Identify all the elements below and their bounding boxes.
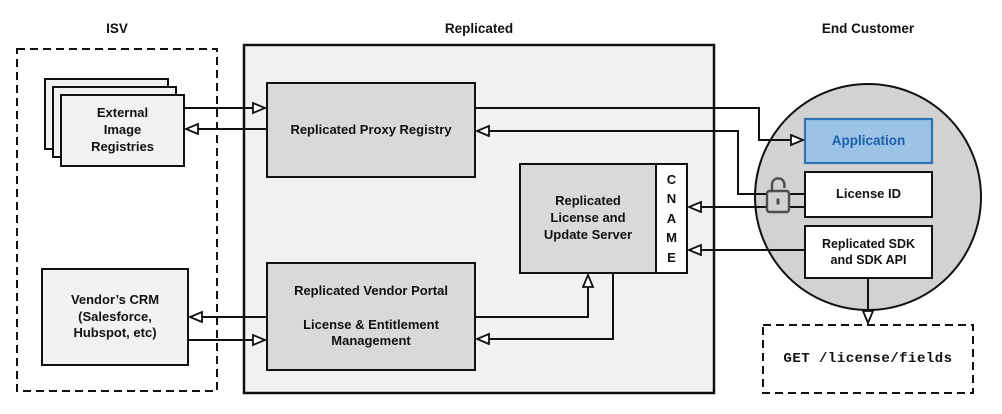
api-request-box (762, 324, 974, 394)
proxy-registry-box (266, 82, 476, 178)
cname-box (655, 163, 688, 274)
arrow-license-server-to-portal (489, 273, 614, 339)
replicated-sdk-box (804, 225, 933, 279)
unlocked-padlock-icon (765, 177, 791, 214)
vendor-portal-box (266, 262, 476, 371)
application-box (803, 117, 934, 165)
license-update-server-box (519, 163, 657, 274)
arrow-portal-to-license-server (475, 287, 588, 318)
license-id-box (804, 171, 933, 218)
vendor-crm-box (41, 268, 189, 366)
external-registries-box (60, 94, 185, 167)
arrow-proxy-to-application (475, 107, 791, 140)
